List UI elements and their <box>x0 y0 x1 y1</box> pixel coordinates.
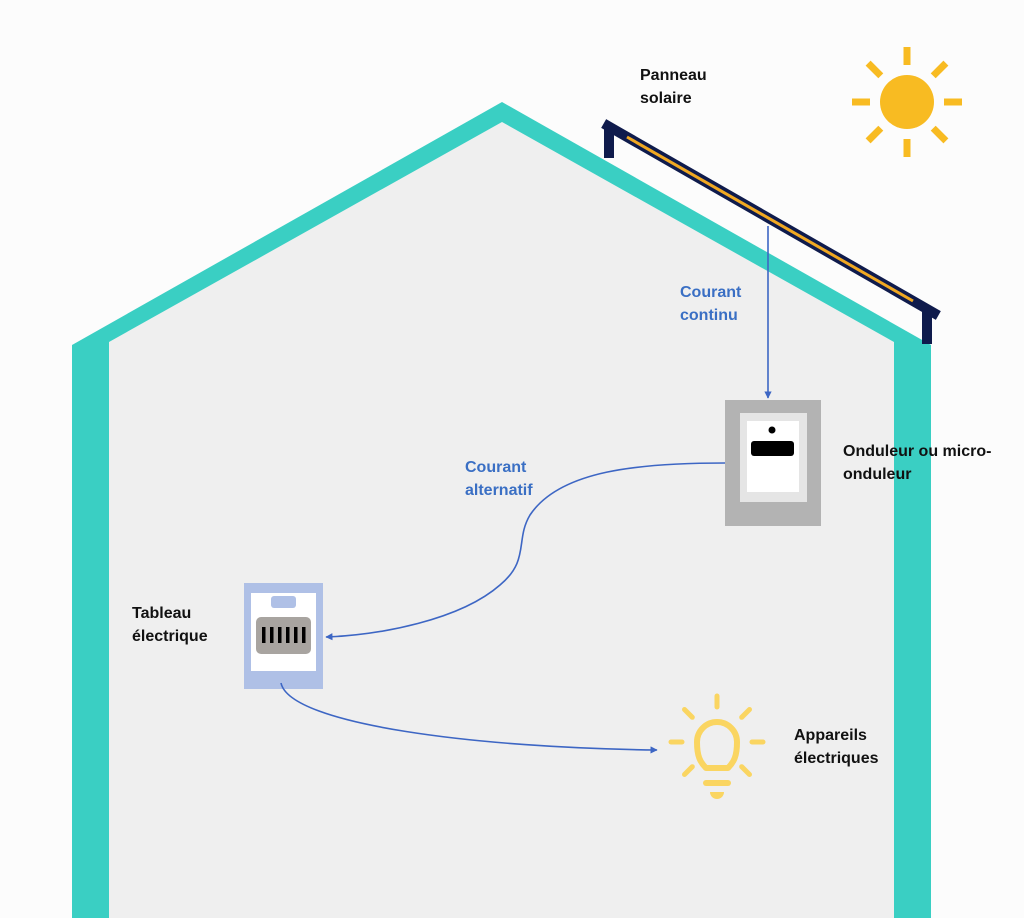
breaker <box>302 627 306 643</box>
label-line: électrique <box>132 628 208 645</box>
alternating-current-wire <box>325 462 726 641</box>
breaker <box>278 627 282 643</box>
breaker <box>286 627 290 643</box>
label-direct-current: Courant continu <box>680 281 741 327</box>
sun-ray <box>930 60 949 79</box>
breaker <box>270 627 274 643</box>
label-line: électriques <box>794 750 879 767</box>
label-inverter: Onduleur ou micro- onduleur <box>843 440 991 486</box>
solar-panel-icon <box>601 119 941 344</box>
electrical-panel-icon <box>244 583 323 689</box>
sun-ray <box>930 125 949 144</box>
label-solar-panel: Panneau solaire <box>640 64 707 110</box>
label-line: onduleur <box>843 466 912 483</box>
breakers <box>262 627 306 643</box>
bulb-ray <box>739 707 752 720</box>
label-line: Appareils <box>794 727 867 744</box>
sun-icon <box>852 47 962 157</box>
label-line: Onduleur ou micro- <box>843 443 992 460</box>
breaker <box>262 627 266 643</box>
panel-leg-right <box>922 312 932 344</box>
panel-cell <box>626 135 914 303</box>
label-line: Panneau <box>640 67 707 84</box>
breaker <box>294 627 298 643</box>
label-line: alternatif <box>465 482 533 499</box>
house-interior <box>109 122 894 918</box>
label-line: Tableau <box>132 605 192 622</box>
bulb-ray <box>682 707 695 720</box>
inverter-icon <box>725 400 821 526</box>
sun-ray <box>865 125 884 144</box>
bulb-ray <box>739 764 752 777</box>
panel-leg-left <box>604 128 614 158</box>
label-line: Courant <box>465 459 527 476</box>
label-alternating-current: Courant alternatif <box>465 456 533 502</box>
label-appliances: Appareils électriques <box>794 724 878 770</box>
label-electrical-panel: Tableau électrique <box>132 602 208 648</box>
lightbulb-icon <box>668 693 766 799</box>
label-line: Courant <box>680 284 742 301</box>
appliance-wire <box>280 682 658 754</box>
house <box>72 102 931 918</box>
label-line: solaire <box>640 90 692 107</box>
bulb-ray <box>682 764 695 777</box>
label-line: continu <box>680 307 738 324</box>
sun-ray <box>865 60 884 79</box>
